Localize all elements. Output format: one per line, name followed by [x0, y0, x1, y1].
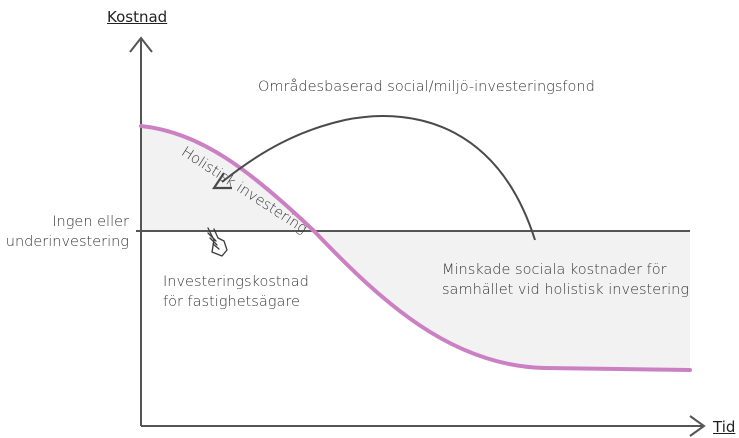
savings-label: Minskade sociala kostnader för samhället… — [442, 262, 690, 298]
fund-transfer-arrowhead — [211, 172, 232, 190]
owner-cost-label: Investeringskostnad för fastighetsägare — [163, 274, 309, 310]
holistic-investment-curve — [139, 124, 692, 372]
y-axis-label: Kostnad — [107, 8, 168, 26]
fund-transfer-arrow — [221, 115, 536, 241]
y-axis-arrowhead — [129, 36, 153, 53]
hand-pointer-icon — [207, 227, 228, 257]
baseline-label: Ingen eller underinvestering — [5, 214, 129, 250]
x-axis-label: Tid — [713, 418, 736, 436]
savings-area — [314, 231, 690, 370]
fund-label: Områdesbaserad social/miljö-investerings… — [258, 79, 595, 95]
x-axis-arrowhead — [689, 415, 706, 437]
